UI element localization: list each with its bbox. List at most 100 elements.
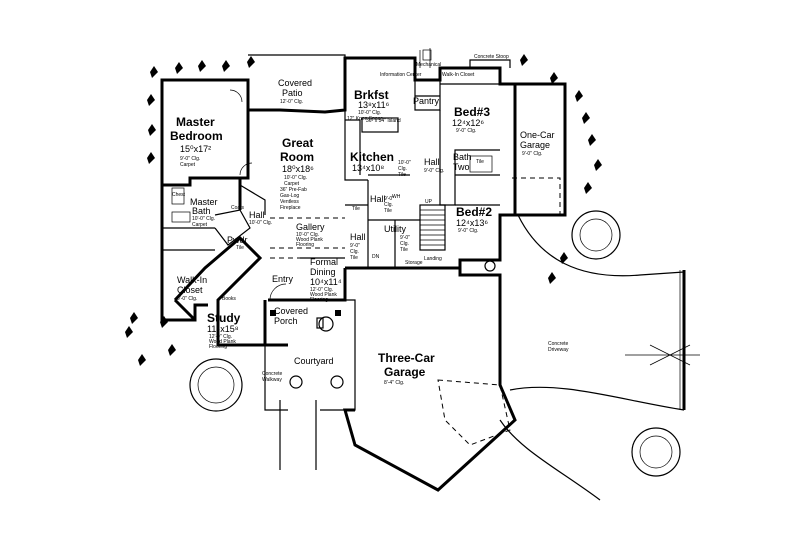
hall-master-label: Hall (249, 210, 265, 220)
great-room-note-1: 10'-0" Clg. (284, 175, 307, 181)
covered-patio-note: 12'-0" Clg. (280, 99, 303, 105)
interior-walls (162, 48, 511, 329)
kitchen-label: Kitchen (350, 150, 394, 164)
gallery-note-1: 10'-0" Clg. (296, 232, 319, 238)
one-car-garage-note: 9'-0" Clg. (522, 151, 542, 157)
formal-dining-label-2: Dining (310, 267, 336, 277)
hall-lower-note-2: Clg. (350, 249, 359, 255)
driveway-label-2: Driveway (548, 347, 569, 353)
exterior-walls (160, 54, 567, 492)
master-bath-note-1: 10'-0" Clg. (192, 216, 215, 222)
covered-patio-label-2: Patio (282, 88, 303, 98)
tree-left (189, 358, 243, 412)
hall-mid-label: Hall (370, 194, 386, 204)
utility-note-2: Clg. (400, 241, 409, 247)
stairs (419, 204, 446, 251)
formal-dining-note-1: 12'-0" Clg. (310, 287, 333, 293)
planter-1 (318, 316, 334, 332)
utility-label: Utility (384, 224, 406, 234)
storage-label: Storage (405, 260, 423, 266)
bathtub (469, 155, 493, 173)
driveway-edge-bottom (509, 386, 685, 411)
breakfast-dims: 13⁸x11⁶ (358, 100, 390, 110)
books-label: Books (222, 296, 236, 302)
master-bedroom-note-1: 9'-0" Clg. (180, 156, 200, 162)
courtyard-label: Courtyard (294, 356, 334, 366)
tree-right-bottom (631, 427, 681, 477)
walkway-label-2: Walkway (262, 377, 282, 383)
hall-master-note: 10'-0" Clg. (249, 220, 272, 226)
mechanical-label: Mechanical (416, 62, 441, 68)
covered-porch-label: Covered (274, 306, 308, 316)
bed3-dims: 12⁴x12⁶ (452, 118, 484, 128)
study-note-1: 12'-0" Clg. (209, 334, 232, 340)
stairs-up-label: UP (425, 199, 433, 205)
driveway-label-1: Concrete (548, 341, 569, 347)
pantry-label: Pantry (413, 96, 440, 106)
powder-note: Tile (236, 245, 244, 251)
master-bath-label-2: Bath (192, 206, 211, 216)
concrete-stoop-label: Concrete Stoop (474, 54, 509, 60)
master-bedroom-label-2: Bedroom (170, 129, 223, 143)
study-note-2: Wood Plank (209, 339, 236, 345)
gallery-note-3: Flooring (296, 242, 314, 248)
walkway (279, 400, 317, 470)
great-room-dims: 18⁰x18⁶ (282, 164, 314, 174)
bed2-note: 9'-0" Clg. (458, 228, 478, 234)
one-car-garage-label-2: Garage (520, 140, 550, 150)
kitchen-island-label: 36" x 54" Island (366, 118, 401, 124)
great-room-label-2: Room (280, 150, 314, 164)
concrete-stoop-outline (469, 59, 511, 68)
master-bedroom-label: Master (176, 115, 215, 129)
great-room-label: Great (282, 136, 313, 150)
formal-dining-note-2: Wood Plank (310, 292, 337, 298)
knee-space-label: 12" Knee Space (347, 116, 383, 122)
hall-mid-note-2: Clg. (384, 202, 393, 208)
formal-dining-label: Formal (310, 257, 338, 267)
walk-in-closet-top-label: Walk-In Closet (442, 72, 475, 78)
hall-lower-note-3: Tile (350, 255, 358, 261)
shrub-row-left (125, 56, 255, 366)
master-bedroom-dims: 15⁰x17² (180, 144, 211, 154)
formal-dining-dims: 10⁴x11⁴ (310, 277, 342, 287)
planter-2 (289, 375, 303, 389)
formal-dining-note-3: Flooring (310, 297, 328, 303)
bath-two-label-2: Two (453, 162, 470, 172)
chest-label: Chest (172, 192, 186, 198)
hall-upper-note: 9'-0" Clg. (424, 168, 444, 174)
kitchen-note-1: 10'-0" (398, 160, 411, 166)
walkway-label-1: Concrete (262, 371, 283, 377)
hall-lower-note-1: 9'-0" (350, 243, 360, 249)
fireplace-note-3: Ventless (280, 199, 299, 205)
hall-mid-note-3: Tile (384, 208, 392, 214)
tile-label: Tile (352, 206, 360, 212)
kitchen-island (361, 117, 399, 133)
master-bath-label: Master (190, 197, 218, 207)
powder-label: Pwdr (227, 235, 248, 245)
breakfast-label: Brkfst (354, 88, 389, 102)
covered-porch-label-2: Porch (274, 316, 298, 326)
stairs-dn-label: DN (372, 254, 380, 260)
fireplace-note-2: Gas-Log (280, 193, 299, 199)
utility-note-3: Tile (400, 247, 408, 253)
master-bedroom-note-2: Carpet (180, 162, 196, 168)
study-dims: 11⁴x15⁸ (207, 324, 239, 334)
three-car-garage-label-2: Garage (384, 365, 426, 379)
bed2-dims: 12⁴x13⁶ (456, 218, 488, 228)
planter-4 (484, 260, 496, 272)
gallery-label: Gallery (296, 222, 325, 232)
master-bath-note-2: Carpet (192, 222, 208, 228)
kitchen-dims: 13⁴x10⁸ (352, 163, 384, 173)
walk-in-closet-note: 9'-0" Clg. (177, 296, 197, 302)
utility-note-1: 9'-0" (400, 235, 410, 241)
study-note-3: Flooring (209, 344, 227, 350)
landscape (125, 54, 700, 501)
coats-label: Coats (231, 205, 245, 211)
tree-right-top (571, 210, 621, 260)
entry-label: Entry (272, 274, 294, 284)
bed3-label: Bed#3 (454, 105, 490, 119)
bed3-note: 9'-0" Clg. (456, 128, 476, 134)
bath-two-label: Bath (453, 152, 472, 162)
three-car-garage-label: Three-Car (378, 351, 435, 365)
walk-in-closet-label: Walk-In (177, 275, 207, 285)
